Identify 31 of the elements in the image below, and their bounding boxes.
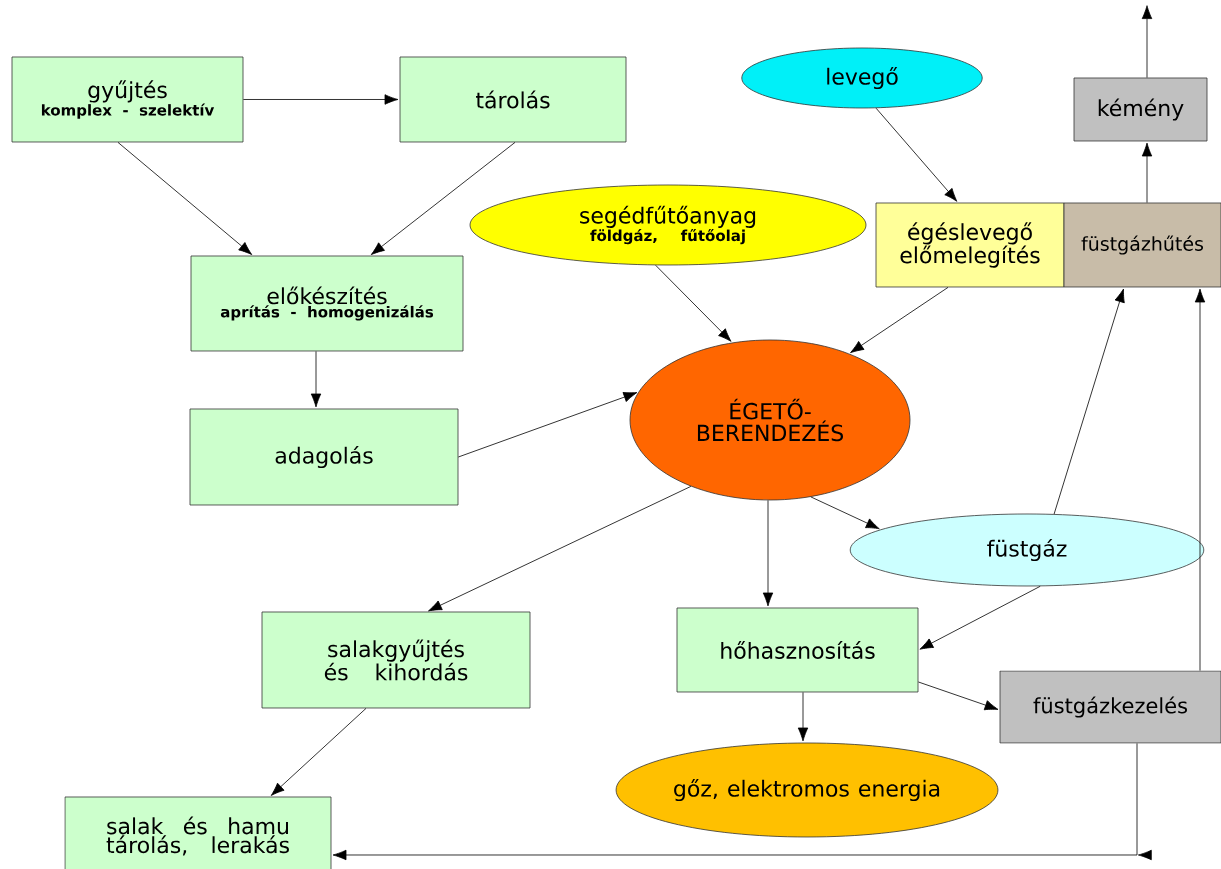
process-box: salak és hamu tárolás, lerakás [64,796,332,869]
arrow [117,142,253,255]
arrow [1053,288,1125,515]
process-box: kémény [1073,77,1208,142]
process-box: hőhasznosítás [676,607,919,693]
arrow [270,708,367,796]
arrow [1194,288,1206,671]
arrow [919,585,1041,650]
process-box: égéslevegő előmelegítés [875,202,1065,288]
arrow [1141,5,1153,78]
arrow [1141,142,1153,203]
arrow [428,486,692,612]
process-box: tárolás [399,56,627,143]
arrow [243,94,399,105]
arrow [918,681,999,711]
arrow [655,264,732,342]
process-box: füstgázhűtés [1063,202,1221,288]
arrow [810,496,880,530]
process-box: gyűjtés komplex - szelektív [11,56,244,143]
arrow [875,107,958,202]
process-box: adagolás [189,408,459,506]
arrow [850,287,949,354]
arrow [458,392,638,458]
process-box: salakgyűjtés és kihordás [261,611,531,709]
arrow [797,692,809,742]
arrow [762,500,774,607]
arrow [332,743,1152,861]
process-box: füstgázkezelés [999,670,1221,744]
arrow [370,142,516,255]
arrow [310,351,322,408]
process-box: előkészítés aprítás - homogenizálás [190,255,464,352]
